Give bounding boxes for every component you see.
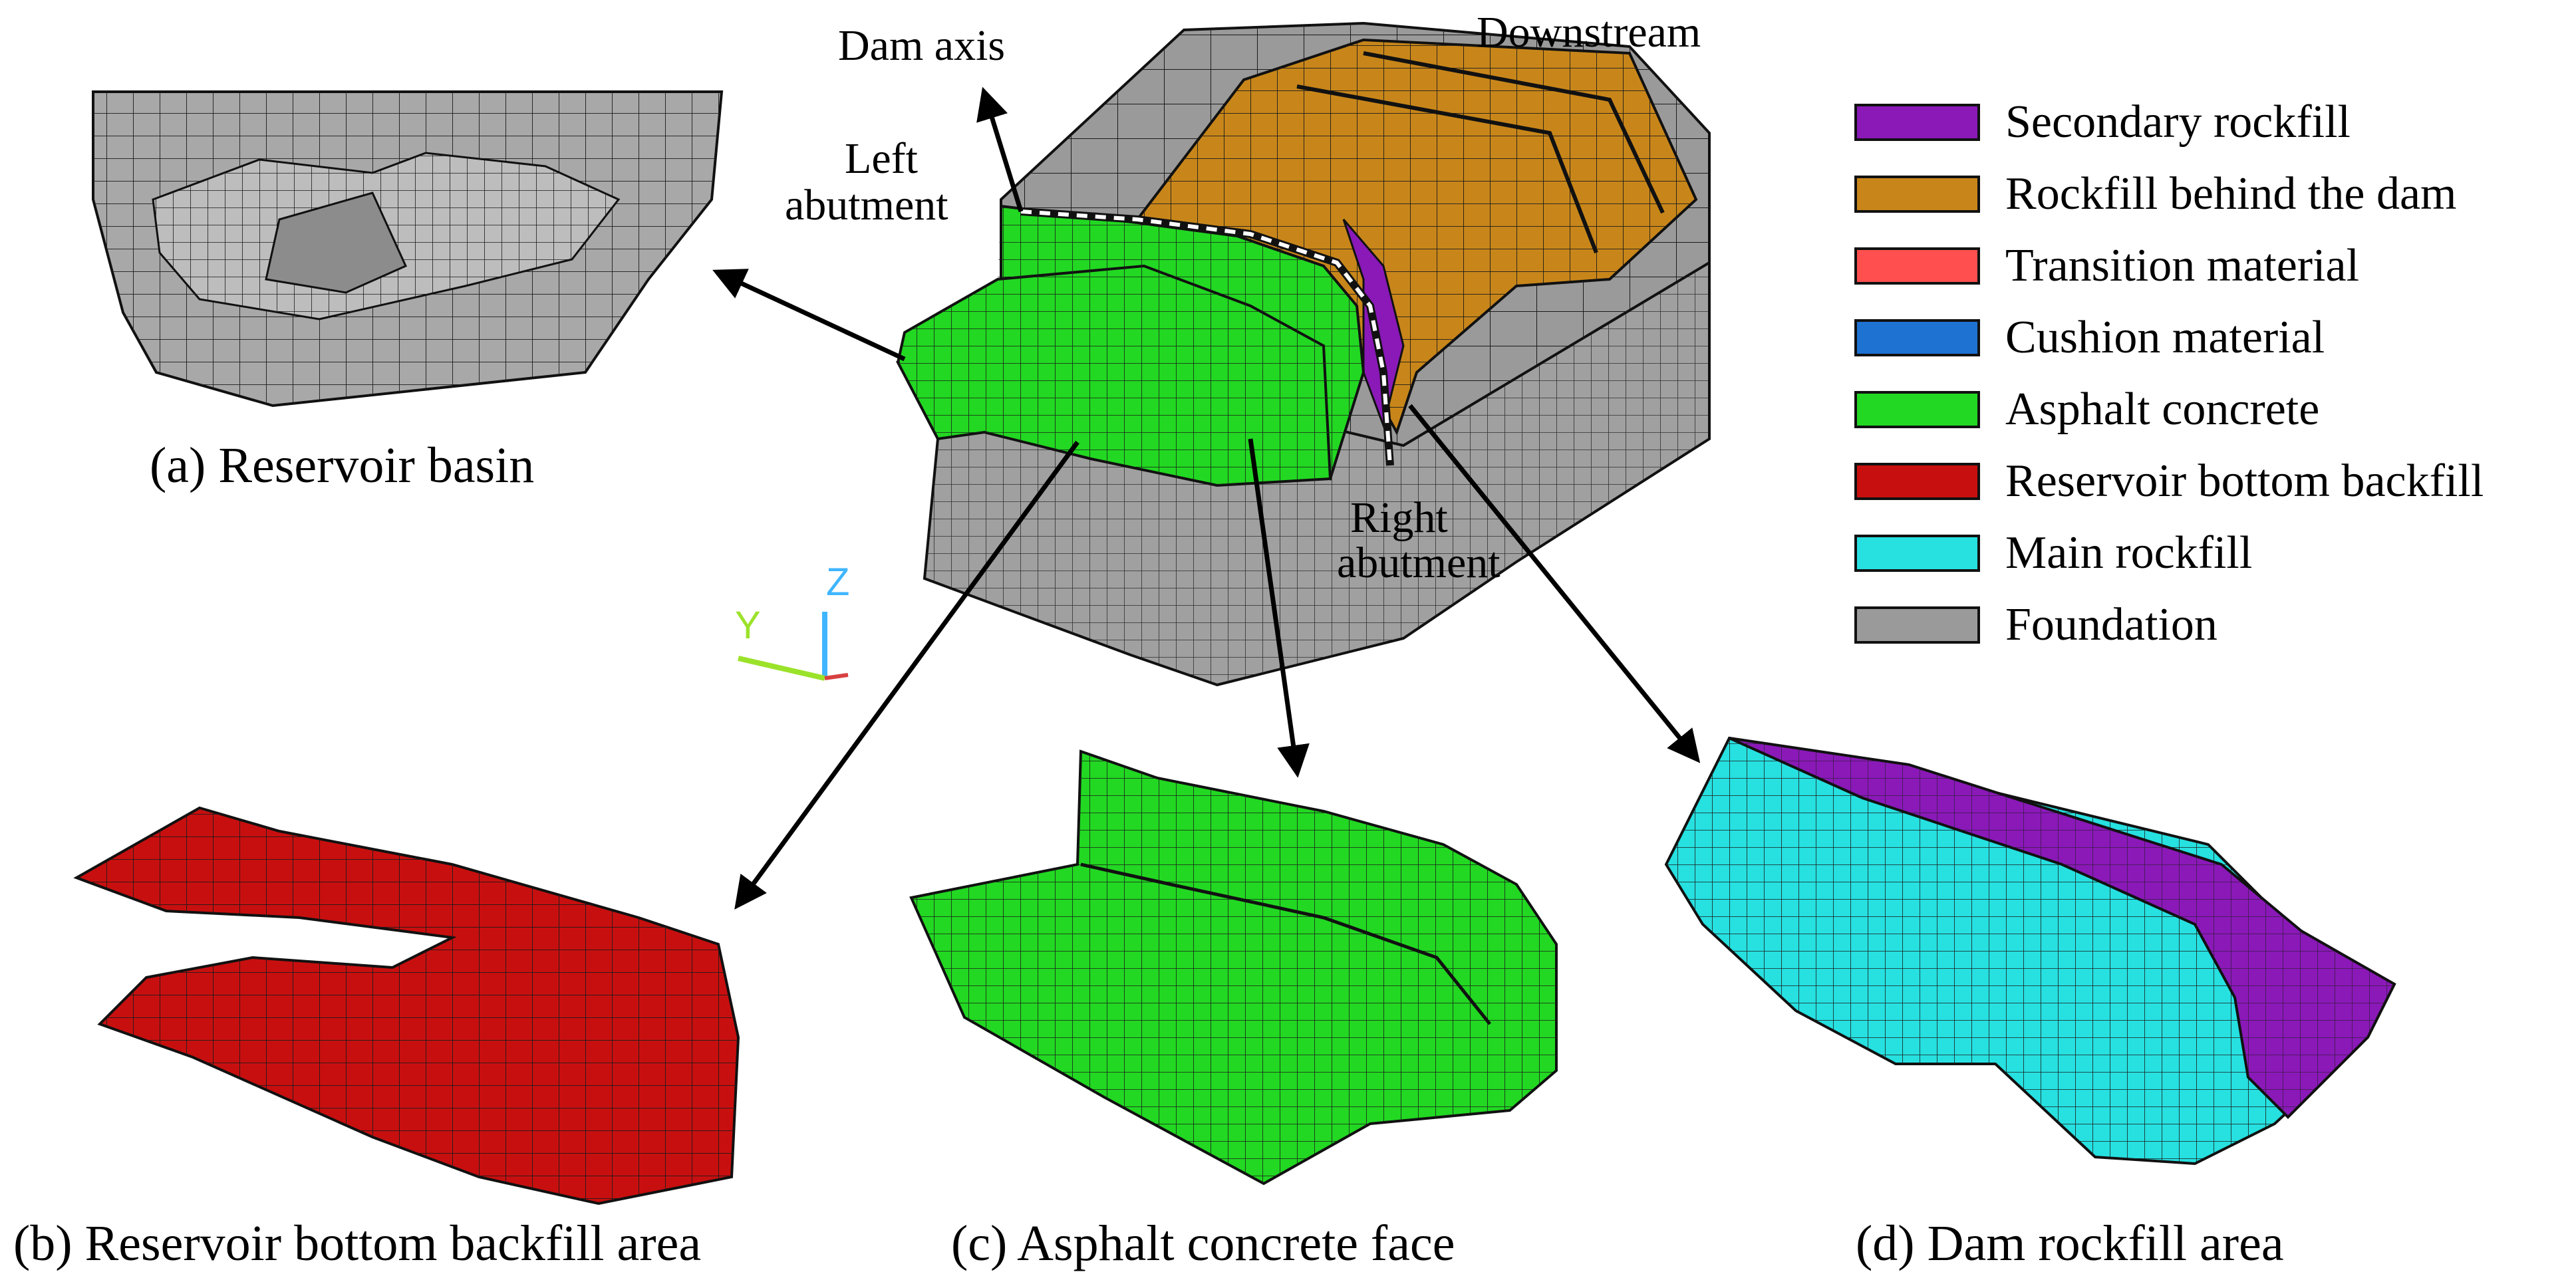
axes-triad: Z Y [735, 561, 849, 681]
legend-swatch [1854, 104, 1980, 141]
legend-swatch [1854, 391, 1980, 428]
label-downstream: Downstream [1477, 8, 1701, 57]
legend-swatch [1854, 319, 1980, 356]
legend-label: Foundation [2005, 599, 2218, 650]
asphalt-face-mesh [911, 751, 1556, 1184]
main-rockfill-mesh [1666, 738, 2394, 1164]
legend-item: Secondary rockfill [1854, 96, 2351, 148]
legend-item: Reservoir bottom backfill [1854, 455, 2484, 507]
caption-d: (d) Dam rockfill area [1856, 1216, 2284, 1271]
arrow-to-backfill [734, 440, 1079, 910]
legend-item: Foundation [1854, 599, 2218, 650]
reservoir-basin-model [92, 90, 724, 408]
legend-label: Main rockfill [2005, 527, 2252, 578]
dam-axis-dash [1020, 209, 1392, 466]
legend-item: Main rockfill [1854, 527, 2252, 578]
caption-b: (b) Reservoir bottom backfill area [13, 1216, 701, 1271]
rockfill-berm-1 [1296, 84, 1598, 254]
legend-label: Secondary rockfill [2005, 96, 2351, 148]
label-right-abutment-2: abutment [1337, 539, 1501, 587]
legend-item: Transition material [1854, 240, 2359, 291]
asphalt-mesh [898, 206, 1363, 485]
legend-swatch [1854, 176, 1980, 213]
label-left-abutment-1: Left [845, 134, 918, 183]
backfill-mesh [76, 808, 738, 1204]
label-right-abutment-1: Right [1350, 493, 1448, 542]
label-left-abutment-2: abutment [785, 181, 948, 229]
legend-label: Cushion material [2005, 312, 2325, 363]
legend-item: Asphalt concrete [1854, 384, 2319, 435]
caption-a: (a) Reservoir basin [150, 438, 534, 493]
arrow-to-basin [712, 269, 906, 362]
x-axis-line [824, 673, 849, 680]
legend-item: Rockfill behind the dam [1854, 168, 2456, 219]
legend-swatch [1854, 606, 1980, 644]
rockfill-berm-2 [1363, 51, 1665, 214]
legend-label: Asphalt concrete [2005, 384, 2319, 435]
arrow-to-rockfill [1408, 404, 1701, 763]
axis-label-z: Z [826, 561, 849, 604]
y-axis-line [738, 656, 825, 681]
dam-rockfill-model [1664, 736, 2396, 1166]
main-dam-model: Z Y [735, 21, 1711, 687]
axis-label-y: Y [735, 604, 761, 647]
basin-ridge [265, 192, 407, 294]
arrows [712, 86, 1701, 910]
legend-item: Cushion material [1854, 312, 2325, 363]
legend-label: Reservoir bottom backfill [2005, 455, 2484, 507]
secondary-rockfill-mesh [1729, 738, 2394, 1117]
legend-swatch [1854, 247, 1980, 285]
rockfill-behind-dam-mesh [1137, 40, 1696, 432]
arrow-to-asphalt [1248, 438, 1310, 778]
label-dam-axis: Dam axis [838, 21, 1005, 70]
backfill-model [73, 806, 740, 1206]
legend-label: Rockfill behind the dam [2005, 168, 2456, 219]
asphalt-face-crest [1080, 862, 1491, 1025]
caption-c: (c) Asphalt concrete face [951, 1216, 1455, 1271]
arrow-dam-axis [976, 86, 1024, 213]
legend-swatch [1854, 535, 1980, 572]
asphalt-face-model [909, 749, 1558, 1186]
legend-label: Transition material [2005, 240, 2359, 291]
legend-swatch [1854, 463, 1980, 500]
